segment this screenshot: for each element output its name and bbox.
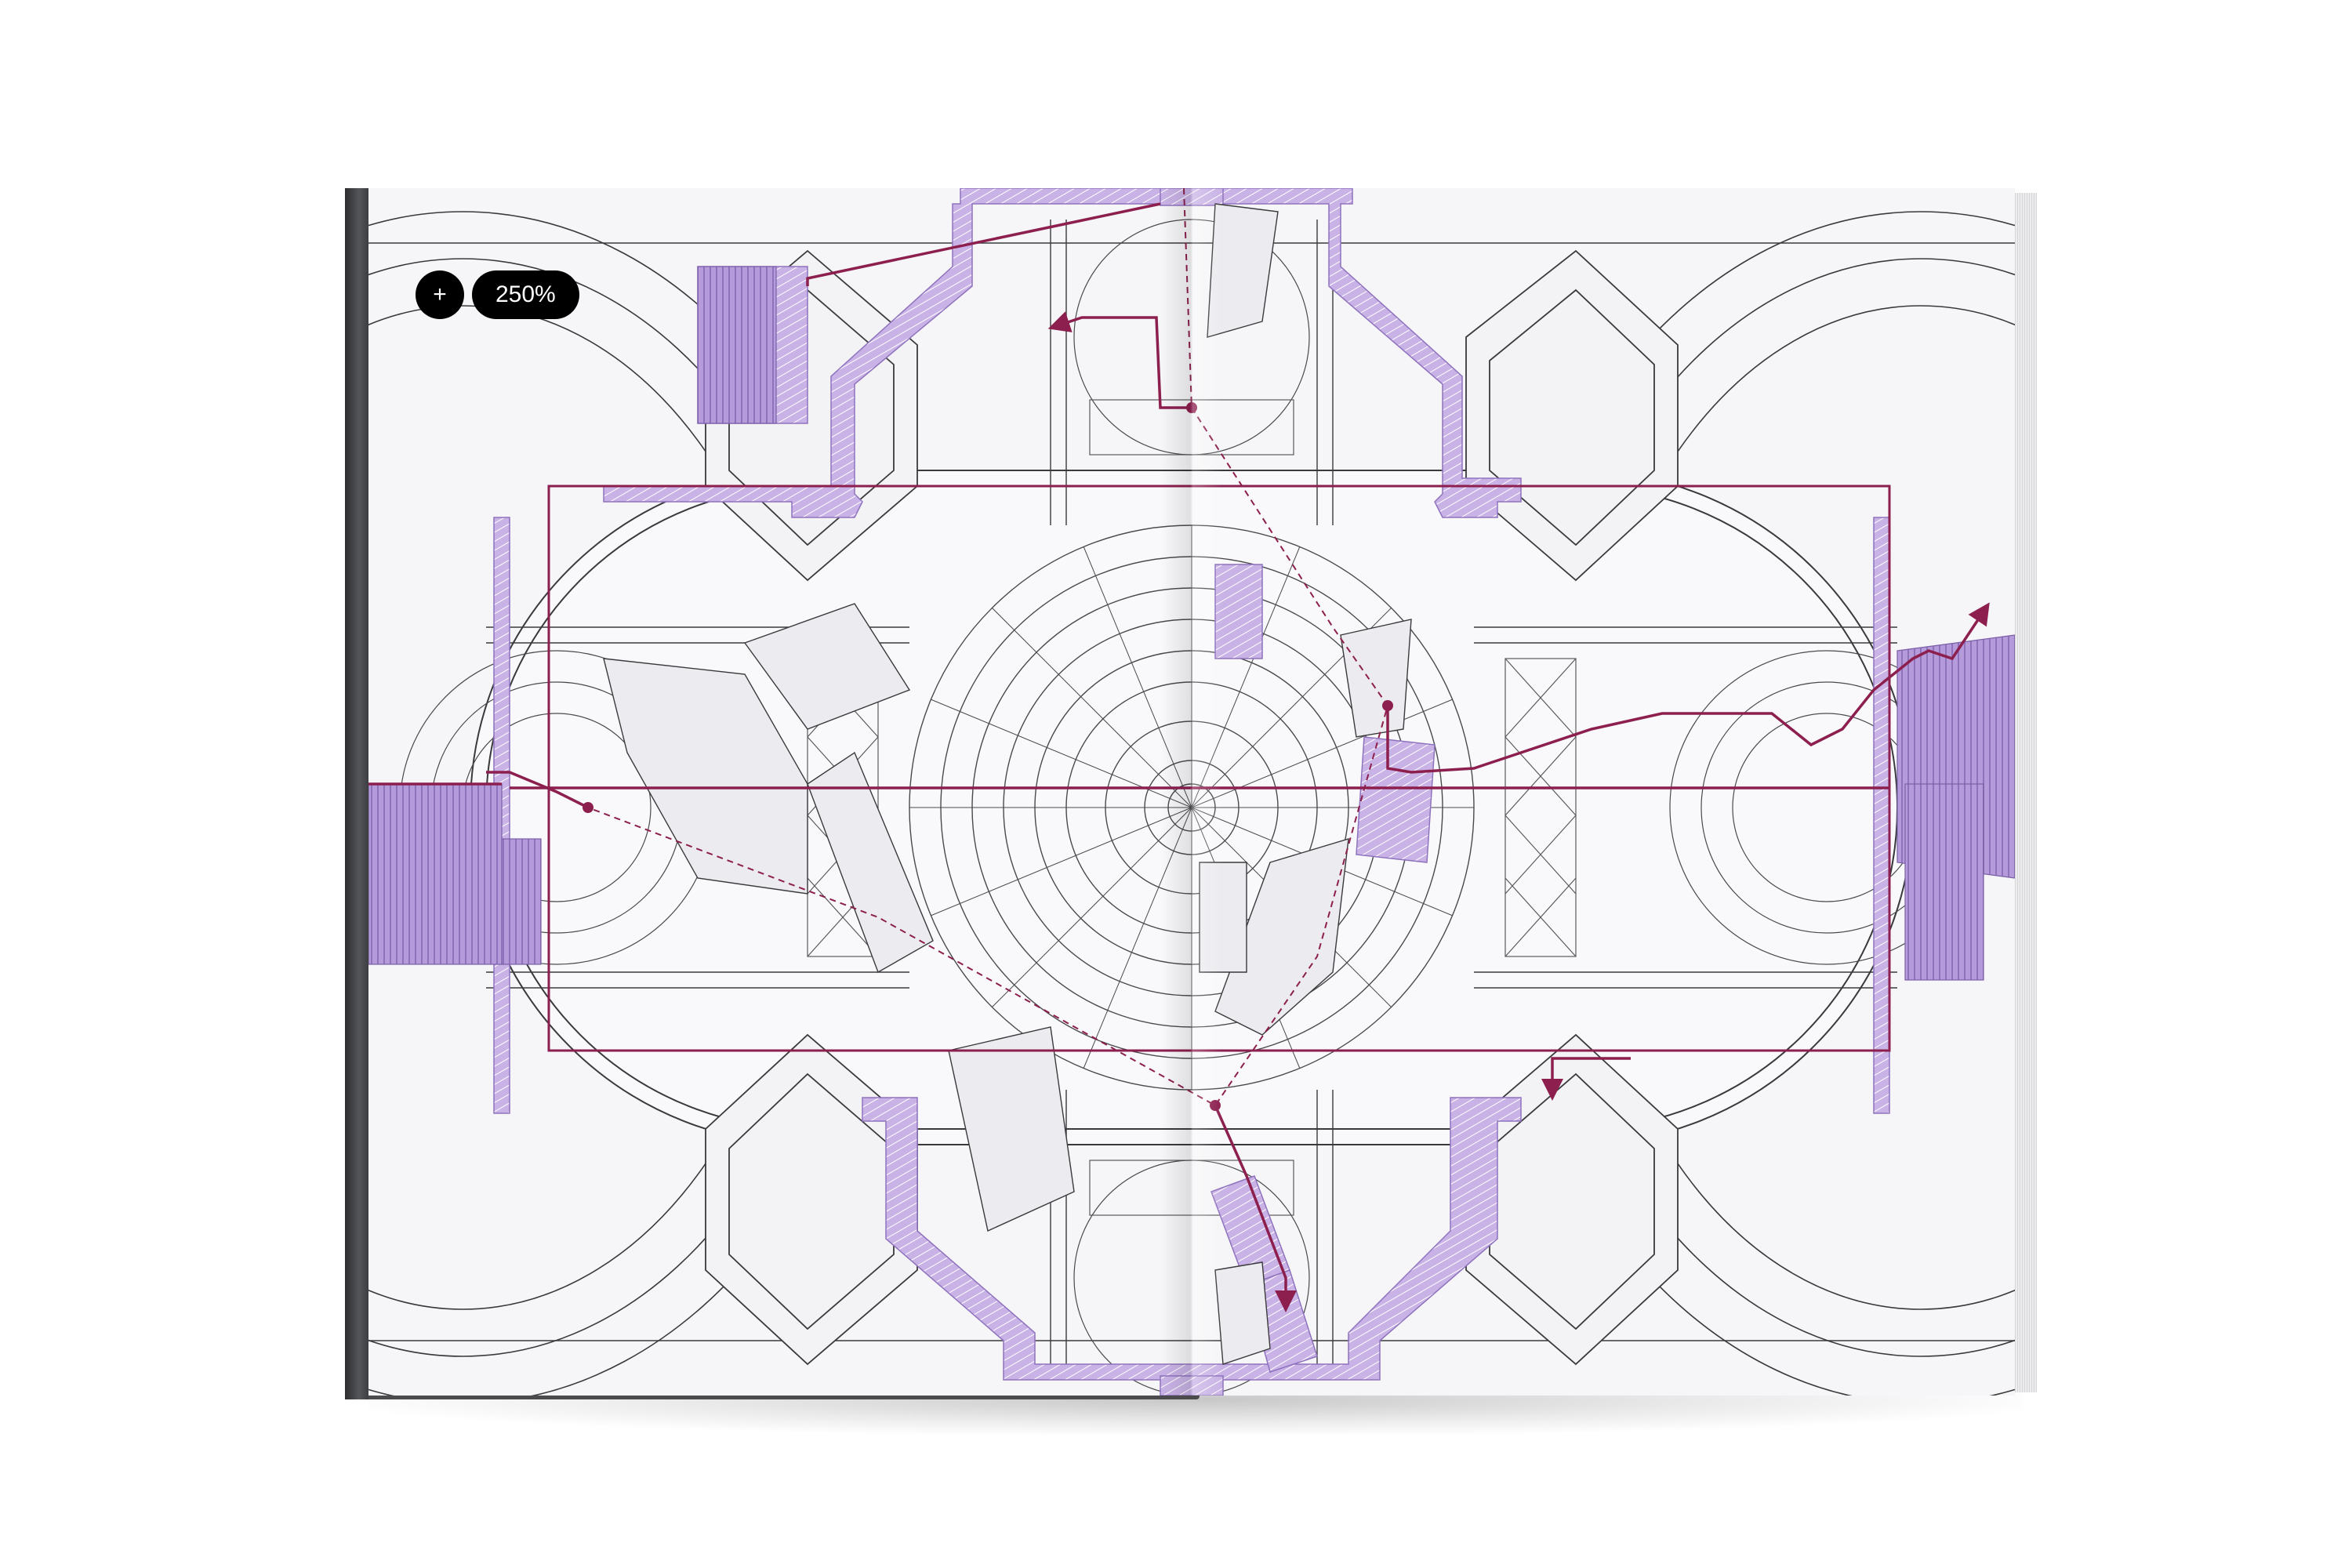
route-nodes [583, 402, 1393, 1111]
colonnade-lines [486, 220, 1897, 1380]
architectural-plan-illustration [368, 188, 2015, 1396]
zoom-in-button[interactable]: + [416, 270, 464, 319]
zoom-level-badge[interactable]: 250% [472, 270, 579, 319]
page-edges [2013, 193, 2037, 1392]
floating-slabs [603, 203, 1412, 1365]
route-frame [547, 485, 1891, 1052]
plus-icon: + [433, 281, 447, 307]
solid-route [368, 202, 1990, 1312]
dashed-route [587, 188, 1389, 1107]
striped-blocks [368, 266, 2015, 981]
book-spine [345, 188, 368, 1399]
book-spread [368, 188, 2015, 1396]
zoom-control: + 250% [416, 270, 579, 319]
